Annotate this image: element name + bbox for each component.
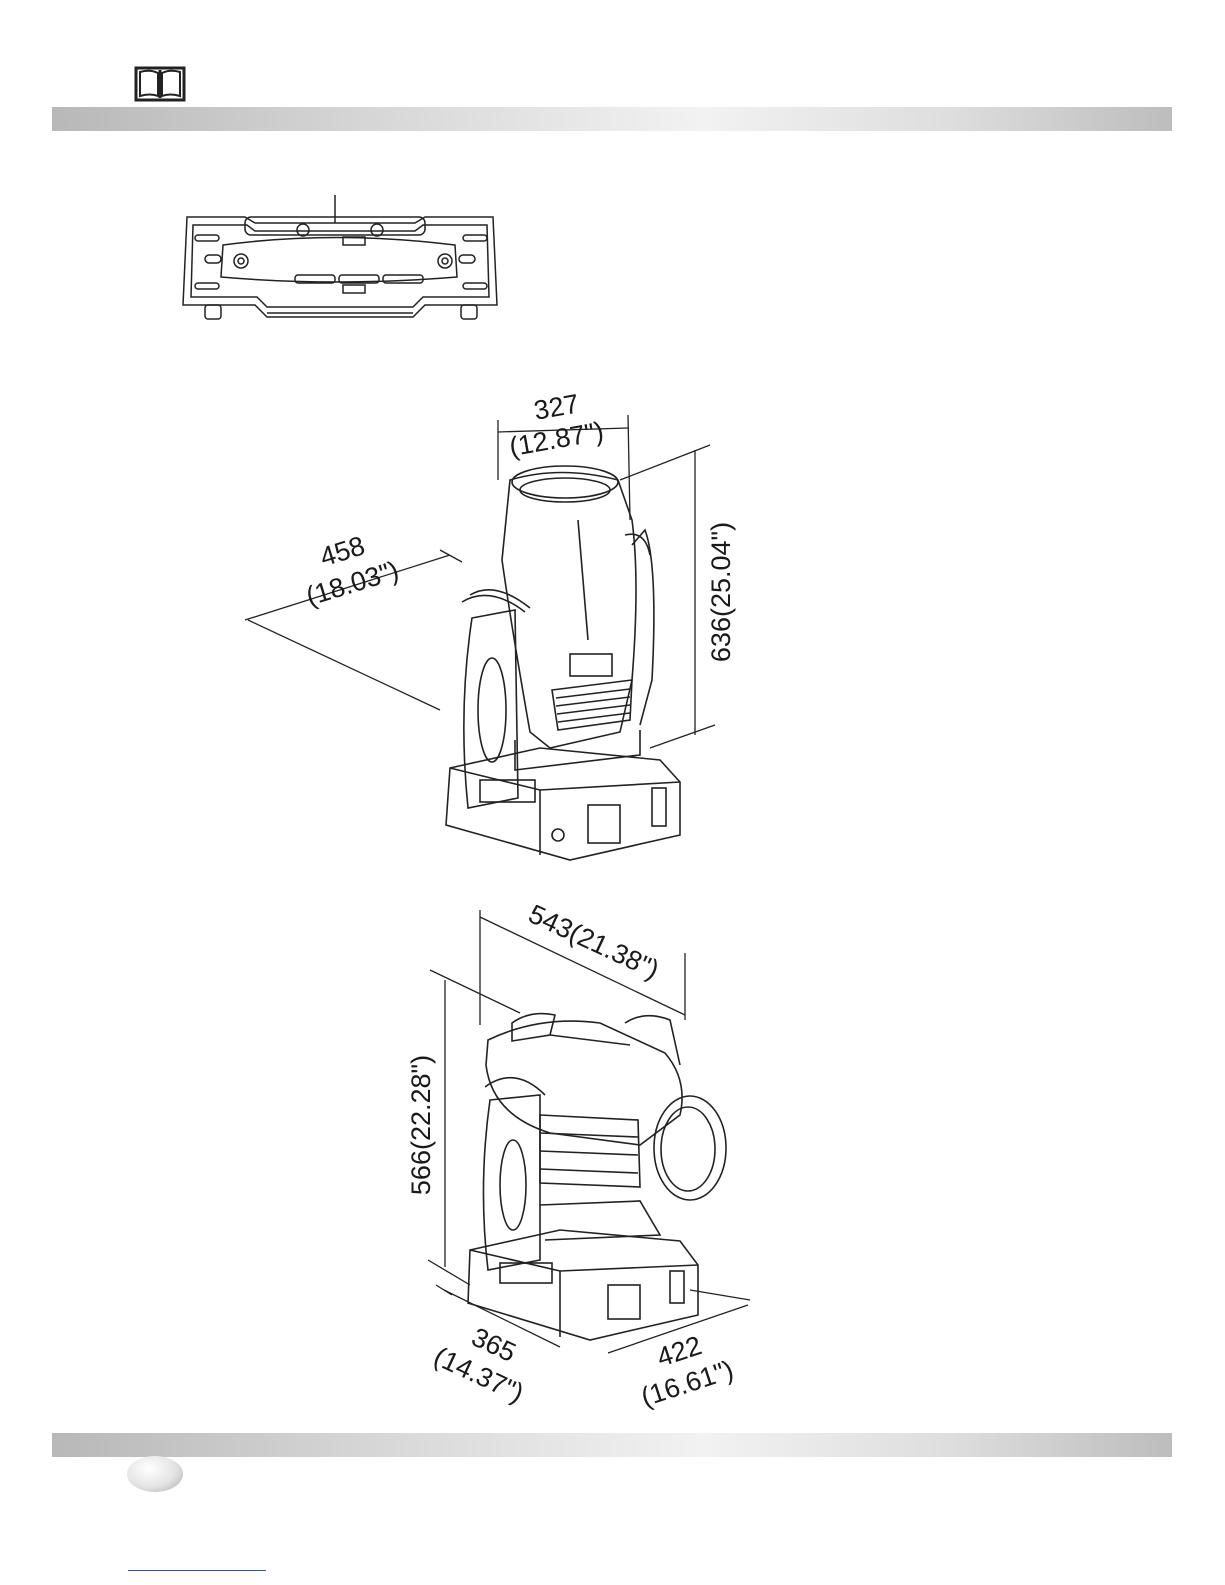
- book-icon: [134, 66, 186, 102]
- header-band: [52, 107, 1172, 131]
- tilted-fixture: [468, 1014, 726, 1340]
- page-number-circle: [127, 1456, 183, 1492]
- footer-link-underline[interactable]: [128, 1566, 266, 1571]
- height-label: 636(25.04"): [706, 522, 736, 662]
- fixture-back-view: [175, 195, 505, 330]
- upright-view-diagram: 327 (12.87") 458 (18.03") 636(25.04"): [240, 380, 760, 880]
- length-label: 543(21.38"): [524, 905, 664, 985]
- upright-fixture: [446, 466, 680, 860]
- dimension-lines: [428, 910, 750, 1353]
- footer-band: [52, 1433, 1172, 1457]
- tilted-view-diagram: 543(21.38") 566(22.28") 365 (14.37") 422…: [400, 905, 780, 1410]
- width-in-label: (12.87"): [507, 416, 606, 462]
- height-label: 566(22.28"): [406, 1055, 436, 1195]
